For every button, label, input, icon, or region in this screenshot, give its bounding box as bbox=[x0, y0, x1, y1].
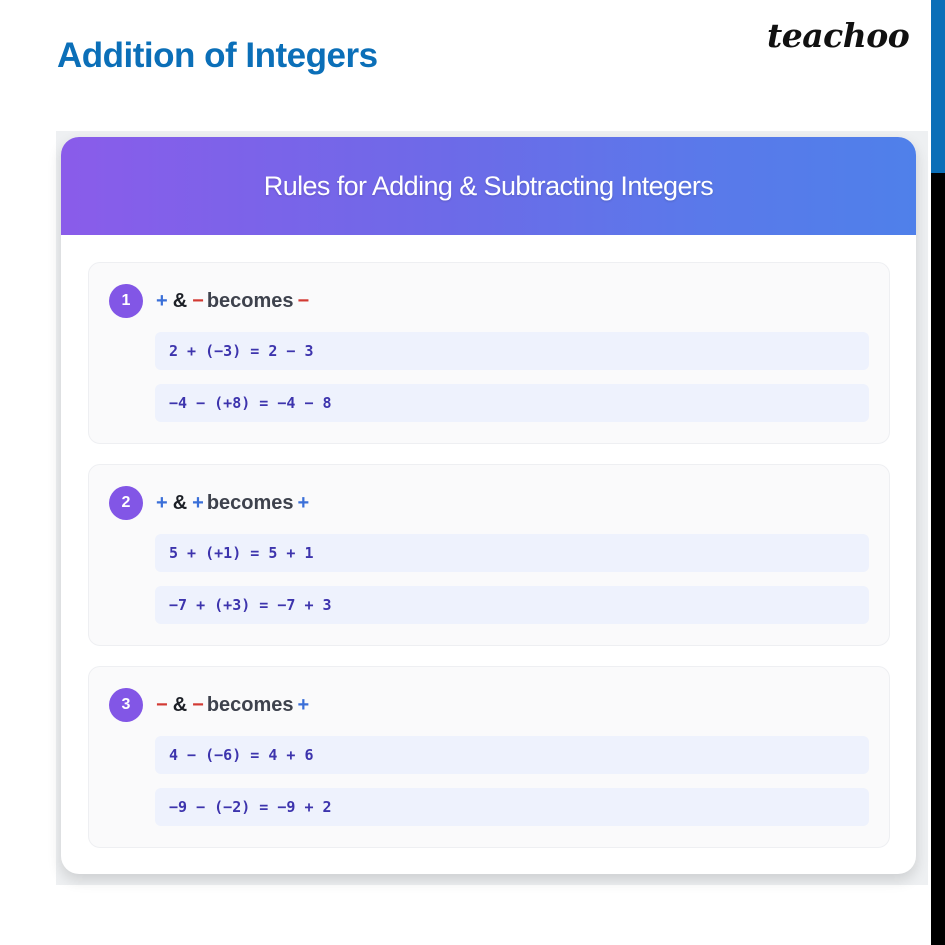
example-formula: 2 + (−3) = 2 − 3 bbox=[155, 332, 869, 370]
rule-number-badge: 1 bbox=[109, 284, 143, 318]
plus-sign: + bbox=[156, 289, 168, 312]
rule-statement: − & − becomes + bbox=[156, 694, 309, 717]
right-edge-accent-bar bbox=[931, 0, 945, 173]
ampersand: & bbox=[172, 693, 188, 716]
minus-sign: − bbox=[192, 289, 204, 312]
minus-sign: − bbox=[192, 693, 204, 716]
example-formula: −4 − (+8) = −4 − 8 bbox=[155, 384, 869, 422]
result-plus-sign: + bbox=[297, 693, 310, 716]
plus-sign: + bbox=[192, 491, 204, 514]
rule-heading: 1 + & − becomes − bbox=[109, 284, 309, 318]
minus-sign: − bbox=[156, 693, 168, 716]
rule-number-badge: 3 bbox=[109, 688, 143, 722]
becomes-label: becomes bbox=[206, 693, 294, 716]
right-edge-dark-bar bbox=[931, 173, 945, 945]
rule-heading: 2 + & + becomes + bbox=[109, 486, 309, 520]
becomes-label: becomes bbox=[206, 491, 294, 514]
rule-box-2: 2 + & + becomes + 5 + (+1) = 5 + 1 −7 + … bbox=[88, 464, 890, 646]
result-plus-sign: + bbox=[297, 491, 310, 514]
page-title: Addition of Integers bbox=[57, 36, 378, 75]
ampersand: & bbox=[172, 289, 188, 312]
rule-number-badge: 2 bbox=[109, 486, 143, 520]
card-header-title: Rules for Adding & Subtracting Integers bbox=[263, 170, 714, 201]
example-formula: −7 + (+3) = −7 + 3 bbox=[155, 586, 869, 624]
brand-logo: teachoo bbox=[767, 16, 910, 55]
rule-statement: + & + becomes + bbox=[156, 492, 309, 515]
rule-statement: + & − becomes − bbox=[156, 290, 309, 313]
rules-card: Rules for Adding & Subtracting Integers … bbox=[61, 137, 916, 874]
example-formula: −9 − (−2) = −9 + 2 bbox=[155, 788, 869, 826]
plus-sign: + bbox=[156, 491, 168, 514]
rule-box-1: 1 + & − becomes − 2 + (−3) = 2 − 3 −4 − … bbox=[88, 262, 890, 444]
ampersand: & bbox=[172, 491, 188, 514]
rule-heading: 3 − & − becomes + bbox=[109, 688, 309, 722]
rule-box-3: 3 − & − becomes + 4 − (−6) = 4 + 6 −9 − … bbox=[88, 666, 890, 848]
card-header: Rules for Adding & Subtracting Integers bbox=[61, 137, 916, 235]
result-minus-sign: − bbox=[297, 289, 310, 312]
example-formula: 5 + (+1) = 5 + 1 bbox=[155, 534, 869, 572]
example-formula: 4 − (−6) = 4 + 6 bbox=[155, 736, 869, 774]
becomes-label: becomes bbox=[206, 289, 294, 312]
